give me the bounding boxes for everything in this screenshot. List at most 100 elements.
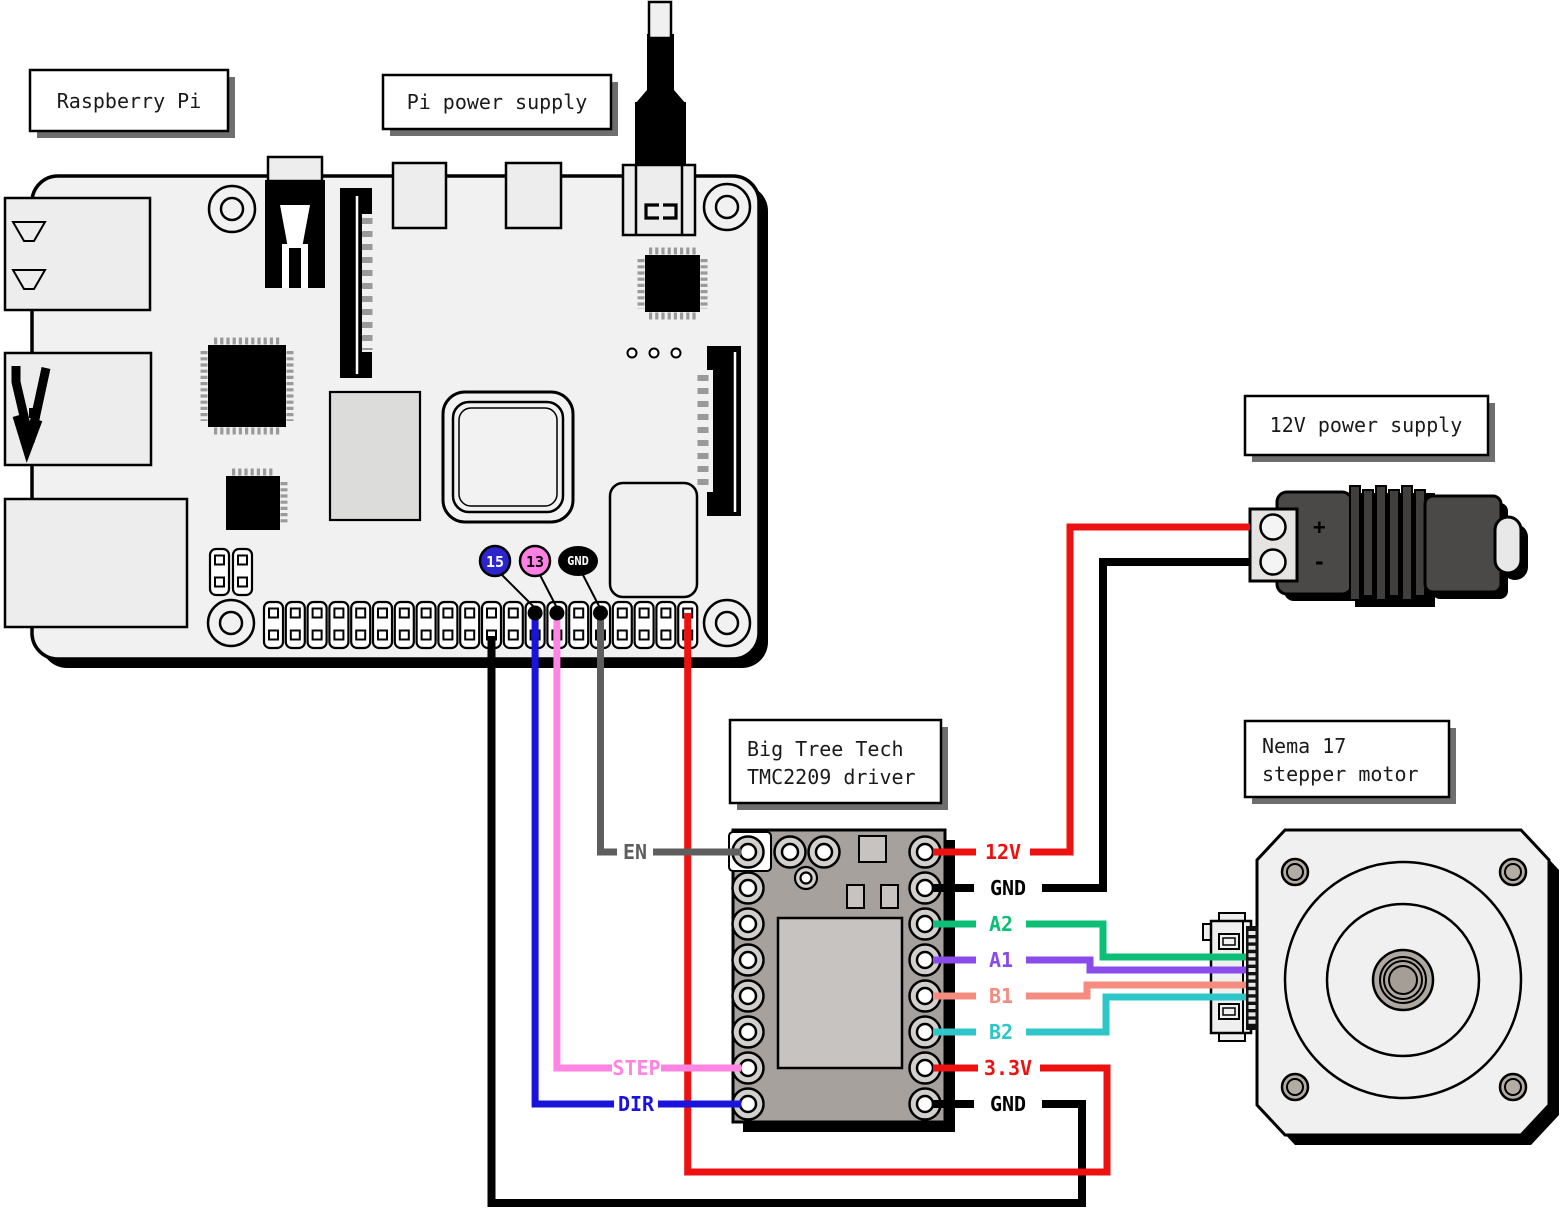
motor-screw [1280, 857, 1310, 887]
driver-top-pin [793, 865, 819, 891]
supply-tip [1493, 515, 1523, 575]
wire-en [597, 609, 741, 856]
ethernet-port [3, 497, 189, 629]
3v3-label: 3.3V [984, 1056, 1032, 1080]
audio-jack [265, 155, 325, 288]
label-boxes: Raspberry Pi Pi power supply 12V power s… [28, 68, 1495, 810]
dir-label: DIR [618, 1092, 655, 1116]
pi-power-supply-title: Pi power supply [407, 90, 588, 114]
raspberry-pi-board [3, 0, 768, 668]
hdmi-port-1 [391, 161, 448, 230]
wire-a2 [933, 920, 1246, 961]
usb-port-bottom [3, 351, 153, 467]
a1-label: A1 [989, 948, 1013, 972]
terminal-screw-plus [1259, 513, 1287, 541]
wire-3v3 [684, 613, 1111, 1176]
wire-a1 [933, 956, 1246, 974]
tmc2209-driver-board [728, 828, 955, 1132]
supply-ribs [1349, 485, 1426, 601]
usb-icon [11, 366, 51, 444]
gnd-badge [558, 546, 598, 576]
step-label: STEP [612, 1056, 660, 1080]
cpu [441, 390, 575, 524]
usb-c-power-port [621, 163, 697, 237]
twelve-v-power-supply: + - [1248, 485, 1528, 607]
usb-icon [12, 414, 43, 463]
wire-gnd-supply [933, 558, 1250, 892]
ram-chip [328, 390, 422, 522]
stepper-motor [1202, 828, 1559, 1145]
driver-chip [776, 916, 904, 1070]
motor-box [1243, 719, 1451, 799]
gpio-dot-gnd [593, 605, 608, 621]
motor-screw [1280, 1072, 1310, 1102]
wire-12v [933, 523, 1250, 856]
driver-top-pin [773, 835, 807, 869]
display-connector [697, 346, 741, 516]
motor-connector [1202, 912, 1258, 1042]
hdmi-port-2 [504, 161, 563, 230]
motor-face-ring [1325, 902, 1481, 1058]
terminal-screw-minus [1259, 548, 1287, 576]
gpio-callouts: 15 13 GND [478, 544, 601, 609]
supply-barrel [1423, 494, 1503, 594]
wire-labels: EN STEP DIR 12V GND A2 A1 B1 B2 3.3V GND [612, 840, 1032, 1116]
minus-label: - [1313, 550, 1326, 574]
pi-power-plug [635, 0, 686, 166]
pin15-label: 15 [486, 553, 504, 571]
driver-box [728, 718, 943, 805]
mounting-hole [206, 598, 256, 648]
pin13-label: 13 [526, 553, 544, 571]
chip [637, 247, 708, 320]
raspberry-pi-box [28, 68, 230, 133]
header-2x2 [231, 547, 254, 597]
mounting-hole [702, 182, 752, 232]
driver-pad [880, 884, 899, 909]
en-label: EN [623, 840, 647, 864]
camera-connector [340, 188, 373, 378]
plus-label: + [1313, 515, 1326, 539]
status-leds [626, 347, 682, 359]
wire-dir [531, 609, 741, 1108]
driver-title-line1: Big Tree Tech [747, 737, 904, 761]
driver-title-line2: TMC2209 driver [747, 765, 916, 789]
mounting-hole [207, 184, 257, 234]
usb-icon [29, 408, 40, 418]
gnd-top-label: GND [990, 876, 1026, 900]
a2-label: A2 [989, 912, 1013, 936]
pi-power-supply-box [381, 73, 613, 131]
chip [226, 468, 288, 530]
gpio-dot-step [549, 605, 565, 621]
motor-screw [1498, 1072, 1528, 1102]
usb-icon [11, 269, 47, 290]
gnd-bottom-label: GND [990, 1092, 1026, 1116]
pin15-badge [478, 544, 512, 578]
driver-pad [846, 884, 865, 909]
12v-power-supply-title: 12V power supply [1270, 413, 1463, 437]
usb-port-top [3, 196, 152, 312]
wire-step [553, 609, 741, 1072]
gnd-badge-label: GND [567, 554, 589, 568]
sd-slot [608, 481, 699, 599]
raspberry-pi-title: Raspberry Pi [57, 89, 202, 113]
pin13-badge [518, 544, 552, 578]
b2-label: B2 [989, 1020, 1013, 1044]
wire-b1 [933, 981, 1246, 1000]
usb-icon [11, 221, 47, 242]
b1-label: B1 [989, 984, 1013, 1008]
motor-title-line2: stepper motor [1262, 762, 1419, 786]
header-2x2 [208, 547, 231, 597]
motor-shaft [1371, 948, 1435, 1012]
wire-gnd-pi [487, 636, 1086, 1207]
motor-screw [1498, 857, 1528, 887]
driver-top-pin [807, 835, 841, 869]
gpio-dot-dir [527, 605, 543, 621]
12v-label: 12V [985, 840, 1021, 864]
wire-b2 [933, 993, 1246, 1036]
wires [487, 523, 1250, 1207]
mounting-hole [702, 598, 752, 648]
motor-title-line1: Nema 17 [1262, 734, 1346, 758]
12v-power-supply-box [1243, 394, 1490, 457]
motor-face-ring [1283, 860, 1523, 1100]
